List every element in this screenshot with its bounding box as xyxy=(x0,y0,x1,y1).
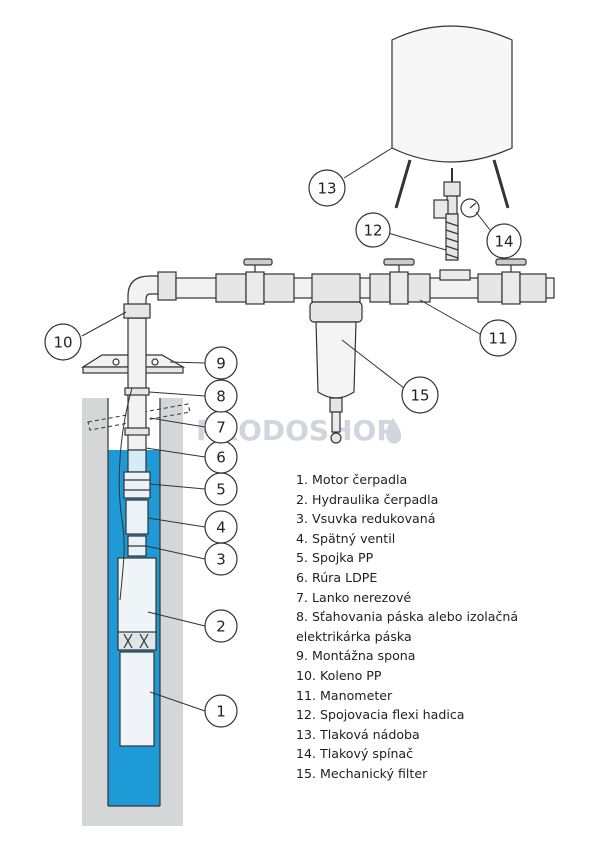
legend-item: 10. Koleno PP xyxy=(296,667,382,683)
svg-text:7: 7 xyxy=(216,419,226,437)
svg-text:12: 12 xyxy=(363,222,382,240)
callouts: 1 2 3 4 5 6 7 8 9 10 11 12 13 14 15 xyxy=(44,169,522,728)
parts-legend: 1. Motor čerpadla 2. Hydraulika čerpadla… xyxy=(296,470,586,784)
svg-text:1: 1 xyxy=(216,703,226,721)
legend-item: 4. Spätný ventil xyxy=(296,530,396,546)
legend-item: 7. Lanko nerezové xyxy=(296,589,412,605)
callout-13: 13 xyxy=(308,169,346,207)
callout-11: 11 xyxy=(479,319,517,357)
pressure-switch xyxy=(433,198,480,219)
horizontal-pipeline xyxy=(175,258,555,305)
legend-item: 1. Motor čerpadla xyxy=(296,472,408,487)
callout-3: 3 xyxy=(204,542,238,576)
legend-item: 3. Vsuvka redukovaná xyxy=(296,511,436,527)
svg-text:15: 15 xyxy=(410,387,429,405)
legend-item: 9. Montážna spona xyxy=(296,648,416,664)
svg-text:10: 10 xyxy=(53,334,72,352)
callout-6: 6 xyxy=(204,440,238,474)
legend-item: 14. Tlakový spínač xyxy=(296,746,414,762)
pump-motor xyxy=(119,651,155,747)
svg-text:3: 3 xyxy=(216,551,226,569)
svg-text:14: 14 xyxy=(494,233,513,251)
callout-15: 15 xyxy=(401,376,439,414)
callout-2: 2 xyxy=(204,609,238,643)
callout-7: 7 xyxy=(204,410,238,444)
callout-5: 5 xyxy=(204,472,238,506)
legend-item: 5. Spojka PP xyxy=(296,550,374,566)
pump-assembly xyxy=(117,317,157,747)
legend-item: 13. Tlaková nádoba xyxy=(296,726,420,742)
mechanical-filter xyxy=(309,301,363,444)
callout-10: 10 xyxy=(44,323,82,361)
callout-9: 9 xyxy=(204,346,238,380)
callout-8: 8 xyxy=(204,379,238,413)
coupling-pp xyxy=(123,471,151,499)
legend-item: 15. Mechanický filter xyxy=(296,765,428,781)
watermark-drop-icon xyxy=(385,418,402,444)
elbow-pp xyxy=(123,271,177,319)
callout-1: 1 xyxy=(204,694,238,728)
pressure-tank xyxy=(391,25,513,215)
flexi-hose xyxy=(445,213,459,261)
svg-text:4: 4 xyxy=(216,519,226,537)
legend-item: 11. Manometer xyxy=(296,687,393,703)
leader-lines xyxy=(81,147,491,712)
callout-12: 12 xyxy=(355,212,391,248)
svg-text:6: 6 xyxy=(216,449,226,467)
svg-text:8: 8 xyxy=(216,388,226,406)
legend-item: 12. Spojovacia flexi hadica xyxy=(296,707,465,723)
callout-14: 14 xyxy=(486,223,522,259)
svg-text:11: 11 xyxy=(488,330,507,348)
svg-text:2: 2 xyxy=(216,618,226,636)
svg-text:9: 9 xyxy=(216,355,226,373)
legend-item: 2. Hydraulika čerpadla xyxy=(296,491,439,507)
svg-text:13: 13 xyxy=(317,180,336,198)
legend-item: 8. Sťahovania páska alebo izolačná elekt… xyxy=(296,609,519,644)
callout-4: 4 xyxy=(204,510,238,544)
svg-text:5: 5 xyxy=(216,481,226,499)
check-valve xyxy=(125,499,149,535)
legend-item: 6. Rúra LDPE xyxy=(296,569,378,585)
